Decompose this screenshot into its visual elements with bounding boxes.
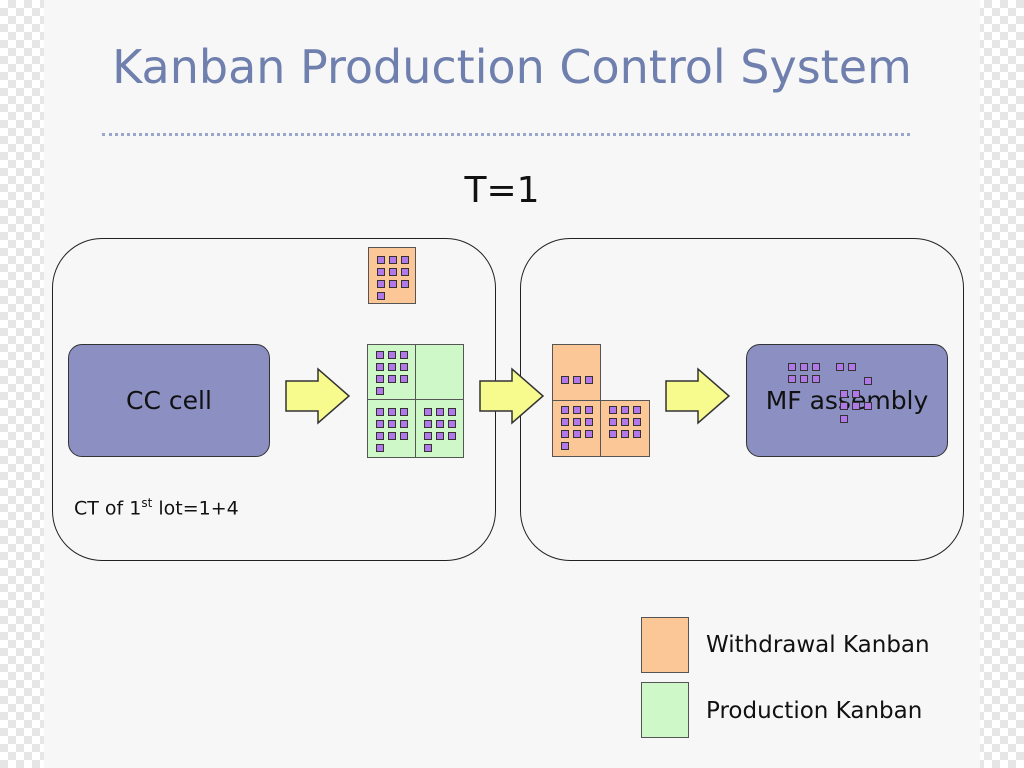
mf-assembly-box: MF assembly (746, 344, 948, 457)
production-kanban-card (367, 344, 416, 400)
withdrawal-kanban-card (368, 247, 416, 304)
page-title: Kanban Production Control System (112, 40, 912, 94)
flow-arrow-icon (479, 367, 545, 425)
cycle-time-text: CT of 1st lot=1+4 (74, 496, 239, 520)
cc-cell-label: CC cell (126, 386, 212, 415)
flow-arrow-icon (665, 367, 731, 425)
production-kanban-card (367, 399, 416, 458)
withdrawal-kanban-card (552, 344, 601, 401)
time-label: T=1 (464, 170, 540, 211)
withdrawal-kanban-card (600, 400, 650, 457)
legend-swatch-production (641, 682, 689, 738)
legend-swatch-withdrawal (641, 617, 689, 673)
production-kanban-card (415, 344, 464, 400)
parts-in-assembly (786, 360, 876, 430)
title-divider (102, 133, 910, 136)
production-kanban-card (415, 399, 464, 458)
flow-arrow-icon (285, 367, 351, 425)
cc-cell-box: CC cell (68, 344, 270, 457)
legend-label-production: Production Kanban (706, 698, 923, 724)
legend-label-withdrawal: Withdrawal Kanban (706, 632, 930, 658)
withdrawal-kanban-card (552, 400, 601, 457)
